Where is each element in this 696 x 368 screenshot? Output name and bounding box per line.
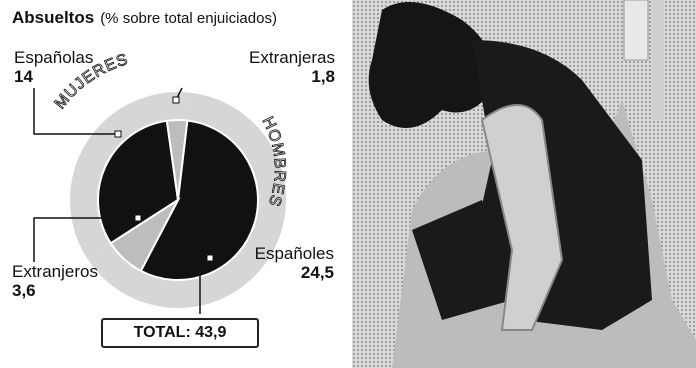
slice-label-extranjeras: Extranjeras 1,8 [249,48,335,86]
leader-marker [172,96,180,104]
pie-slices [97,119,259,281]
leader-marker [114,130,122,138]
chart-title: Absueltos (% sobre total enjuiciados) [12,8,277,28]
decorative-photo [352,0,696,368]
subtitle: (% sobre total enjuiciados) [100,10,277,27]
leader-marker [134,214,142,222]
slice-label-espanoles: Españoles 24,5 [255,244,334,282]
slice-label-extranjeros: Extranjeros 3,6 [12,262,98,300]
slice-name: Extranjeros [12,262,98,281]
leader-line [33,217,138,262]
slice-name: Españoles [254,244,334,263]
leader-line [33,88,118,135]
slice-name: Españolas [14,48,94,67]
slice-value: 14 [14,67,33,86]
slice-label-espanolas: Españolas 14 [14,48,93,86]
slice-value: 1,8 [311,67,335,86]
pie-slice-espanoles [139,119,259,281]
slice-name: Extranjeras [249,48,335,67]
slice-value: 24,5 [300,263,334,282]
pie-chart: MUJERES HOMBRES [33,51,287,314]
leader-lines [33,87,214,314]
title: Absueltos [12,8,95,27]
leader-marker [206,254,214,262]
slice-value: 3,6 [12,281,36,300]
pie-slice-extranjeros [109,197,181,273]
total-box: TOTAL: 43,9 [101,318,259,348]
